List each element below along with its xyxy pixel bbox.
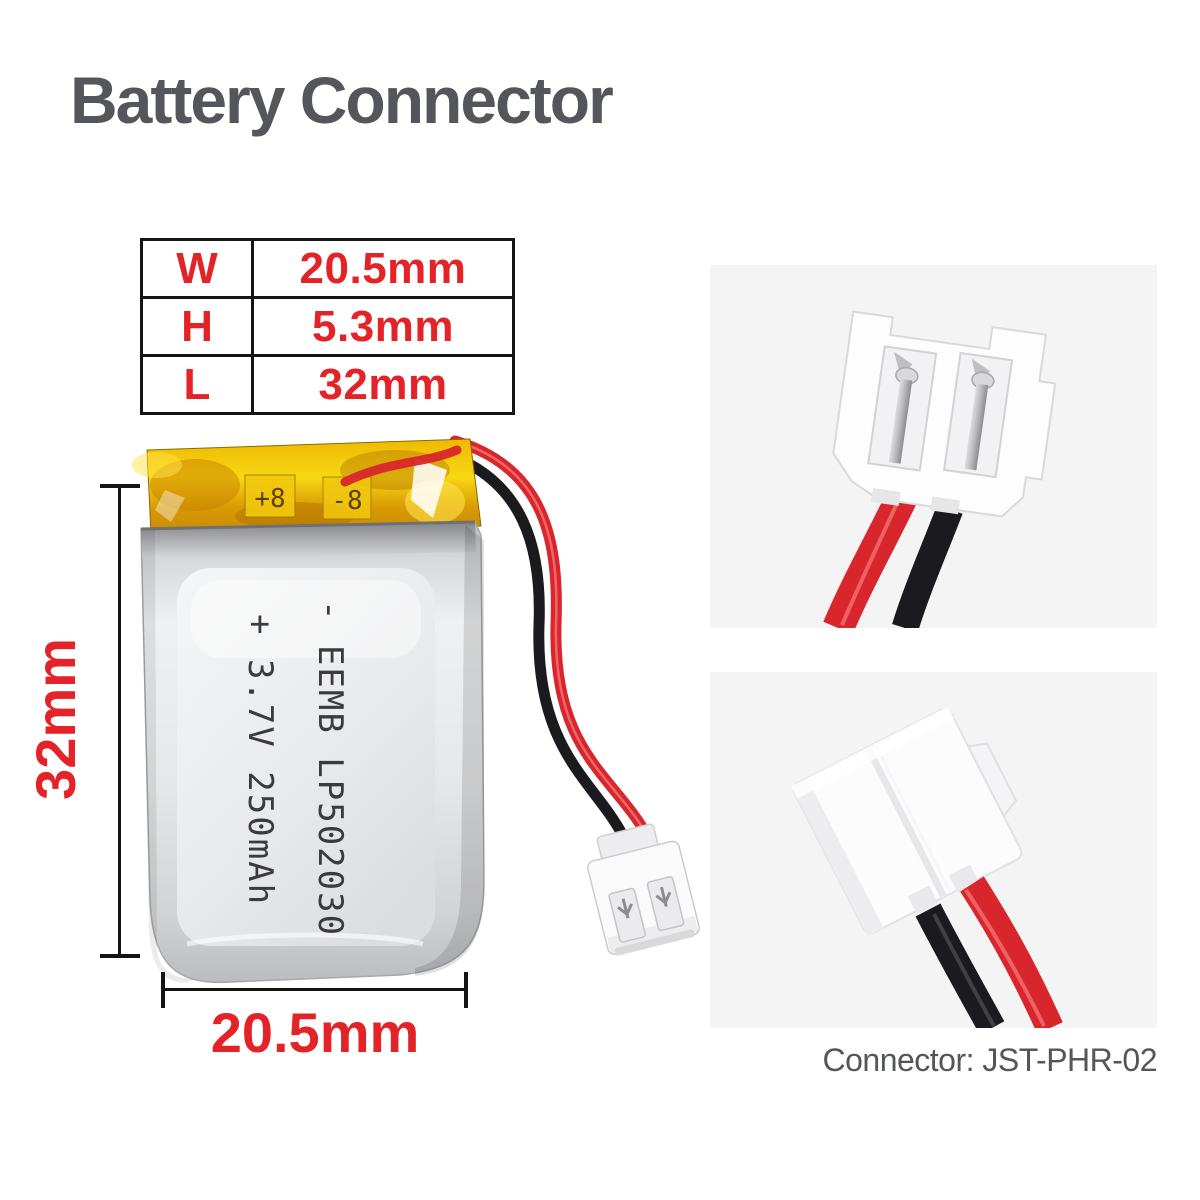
wire-entry bbox=[907, 885, 939, 915]
table-row: L 32mm bbox=[140, 354, 515, 415]
width-dimension-line bbox=[163, 988, 468, 991]
connector-photo-rear bbox=[710, 672, 1157, 1028]
front-wires bbox=[823, 488, 963, 628]
height-dimension-line bbox=[118, 485, 121, 957]
black-wire bbox=[915, 903, 1005, 1028]
kapton-tape: +8 -8 bbox=[132, 438, 482, 535]
battery-print-line1: - EEMB LP502030 bbox=[310, 600, 350, 937]
plug-pin bbox=[655, 886, 672, 907]
spec-label-h: H bbox=[140, 296, 254, 357]
connector-photo-front bbox=[710, 265, 1157, 628]
red-wire bbox=[960, 876, 1063, 1028]
width-dimension-cap-left bbox=[161, 972, 165, 1008]
black-wire bbox=[892, 504, 963, 628]
spec-value-w: 20.5mm bbox=[251, 238, 515, 299]
red-wire-highlight bbox=[840, 500, 900, 626]
battery-wires bbox=[434, 435, 655, 845]
tape-marking-plus: +8 bbox=[254, 484, 285, 514]
spec-value-l: 32mm bbox=[251, 354, 515, 415]
red-wire-under-tape bbox=[340, 445, 462, 487]
table-row: H 5.3mm bbox=[140, 296, 515, 357]
tape-glare bbox=[155, 490, 185, 522]
dimension-spec-table: W 20.5mm H 5.3mm L 32mm bbox=[140, 238, 515, 415]
wire-entry bbox=[870, 488, 901, 506]
table-row: W 20.5mm bbox=[140, 238, 515, 299]
height-dimension-cap-top bbox=[100, 484, 140, 488]
wire-entry bbox=[930, 496, 961, 515]
red-wire-highlight bbox=[454, 439, 651, 840]
metal-contact bbox=[894, 351, 913, 377]
battery-print-line2: + 3.7V 250mAh bbox=[240, 614, 280, 906]
spec-label-w: W bbox=[140, 238, 254, 299]
housing-latch bbox=[966, 742, 1018, 818]
red-wire-highlight bbox=[964, 888, 1046, 1027]
page-title: Battery Connector bbox=[70, 63, 614, 137]
plug-pin bbox=[617, 898, 633, 919]
rear-wires bbox=[915, 876, 1063, 1028]
width-dimension-label: 20.5mm bbox=[210, 1001, 420, 1064]
metal-contact bbox=[888, 378, 913, 464]
pouch-face bbox=[177, 568, 435, 946]
width-dimension-cap-right bbox=[464, 972, 468, 1008]
black-wire bbox=[434, 446, 628, 840]
protection-tab bbox=[244, 474, 296, 518]
pouch-fold bbox=[141, 522, 476, 559]
connector-caption: Connector: JST-PHR-02 bbox=[822, 1042, 1157, 1078]
protection-tab bbox=[322, 476, 372, 520]
spec-value-h: 5.3mm bbox=[251, 296, 515, 357]
height-dimension-cap-bottom bbox=[100, 954, 140, 958]
battery-pouch: - EEMB LP502030 + 3.7V 250mAh bbox=[140, 520, 485, 984]
metal-contact bbox=[964, 383, 989, 471]
tape-marking-minus: -8 bbox=[331, 486, 362, 516]
black-wire-highlight bbox=[932, 913, 996, 1027]
battery-photo: +8 -8 - EEMB LP502030 + 3.7V 250mAh bbox=[132, 435, 700, 984]
jst-housing-front bbox=[832, 310, 1057, 518]
red-wire bbox=[449, 435, 655, 845]
jst-housing-rear bbox=[791, 706, 1023, 936]
tape-glare bbox=[411, 458, 447, 518]
height-dimension-label: 32mm bbox=[24, 638, 87, 800]
connector-front-illustration bbox=[823, 310, 1057, 628]
jst-plug bbox=[587, 823, 700, 956]
connector-rear-illustration bbox=[791, 706, 1063, 1028]
spec-label-l: L bbox=[140, 354, 254, 415]
